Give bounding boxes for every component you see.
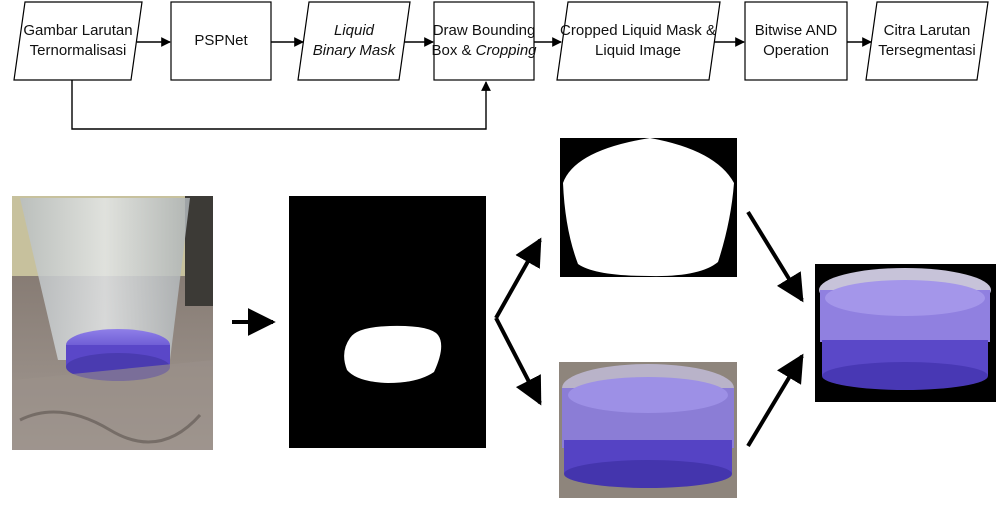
node-bitwise-shape	[744, 1, 848, 81]
flowchart	[13, 1, 989, 81]
node-input-shape	[13, 1, 143, 81]
original-photo	[12, 196, 213, 450]
node-cropped-shape	[556, 1, 721, 81]
edge-input-bbox-bypass	[71, 80, 491, 130]
flow-edges	[71, 37, 872, 130]
segmented-result-image	[815, 264, 996, 402]
node-pspnet-shape	[170, 1, 272, 81]
merge-arrows	[746, 210, 804, 448]
cropped-mask-image	[560, 138, 737, 277]
node-binary-mask-shape	[297, 1, 411, 81]
binary-mask-image	[289, 196, 486, 448]
node-output-shape	[865, 1, 989, 81]
cropped-liquid-image	[559, 362, 737, 498]
branch-arrows	[494, 237, 542, 406]
node-bbox-crop-shape	[433, 1, 535, 81]
